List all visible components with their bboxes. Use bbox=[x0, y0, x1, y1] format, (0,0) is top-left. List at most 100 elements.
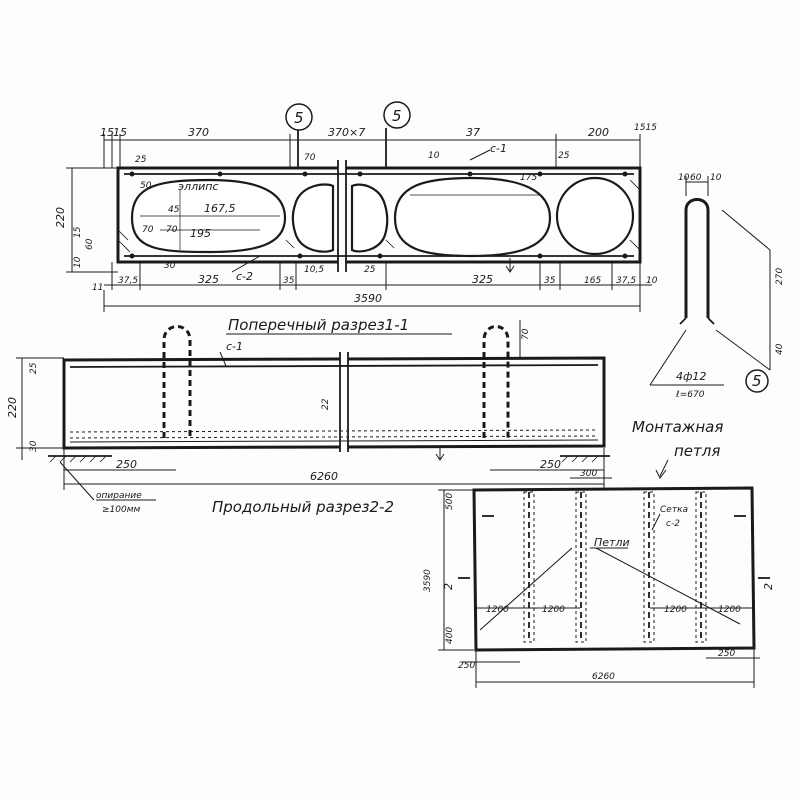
right-support bbox=[560, 455, 610, 463]
top-mesh-bar bbox=[69, 364, 599, 368]
inner-dim-12: 10 bbox=[428, 151, 440, 161]
loop-height-dim: 70 bbox=[521, 328, 531, 340]
loop-dim-2: 60 bbox=[690, 173, 702, 183]
dim-top-6: 200 bbox=[588, 126, 609, 139]
support-offset-right: 250 bbox=[540, 458, 561, 471]
void-2-left-half bbox=[291, 183, 335, 253]
dim-top-3: 370 bbox=[188, 126, 209, 139]
loop-ref-balloon bbox=[745, 369, 769, 393]
support-offset-left: 250 bbox=[116, 458, 137, 471]
plan-dim-300: 300 bbox=[580, 469, 597, 479]
dim-bottom-2: 325 bbox=[198, 273, 219, 286]
label-mesh-c1: с-1 bbox=[490, 142, 507, 155]
support-note-2: ≥100мм bbox=[102, 505, 141, 515]
loop-right bbox=[482, 325, 510, 438]
inner-dim-8: 30 bbox=[164, 261, 176, 271]
lifting-loop-detail: 10 60 10 270 40 4ф12 ℓ=670 5 bbox=[649, 173, 785, 400]
height-dim-bottom: 30 bbox=[29, 440, 39, 452]
plan-dim-400: 400 bbox=[445, 627, 455, 644]
plan-outline bbox=[472, 486, 756, 652]
label-ellipse: эллипс bbox=[178, 180, 219, 193]
plan-mesh-label-2: с-2 bbox=[666, 519, 680, 529]
cross-section-title: Поперечный разрез1-1 bbox=[228, 316, 409, 334]
longitudinal-section-2-2: 22 с-1 70 25 220 30 250 250 bbox=[6, 320, 610, 516]
dim-top-2: 15 bbox=[113, 126, 127, 139]
plan-dim-3590: 3590 bbox=[423, 569, 433, 592]
dim-bottom-9: 37,5 bbox=[616, 276, 636, 286]
plan-dim-1200-3: 1200 bbox=[664, 605, 687, 615]
plan-dim-250-right: 250 bbox=[718, 649, 735, 659]
plan-dim-1200-2: 1200 bbox=[542, 605, 565, 615]
height-dim-5: 11 bbox=[92, 283, 103, 293]
detail-balloon-1 bbox=[285, 103, 313, 131]
detail-ref-1: 5 bbox=[294, 109, 304, 127]
inner-dim-3: 45 bbox=[168, 205, 180, 215]
detail-balloon-2 bbox=[383, 101, 411, 129]
inner-dim-2: 50 bbox=[140, 181, 152, 191]
dim-bottom-8: 165 bbox=[584, 276, 601, 286]
support-note-1: опирание bbox=[96, 491, 142, 501]
dim-top-5: 37 bbox=[466, 126, 480, 139]
plan-dim-6260: 6260 bbox=[592, 672, 615, 682]
center-mark: 22 bbox=[321, 398, 331, 410]
dim-bottom-1: 37,5 bbox=[118, 276, 138, 286]
loop-spec-length: ℓ=670 bbox=[675, 390, 705, 400]
inner-dim-9: 70 bbox=[304, 153, 316, 163]
label-mesh-c2: с-2 bbox=[236, 270, 253, 283]
inner-dim-6: 167,5 bbox=[204, 202, 236, 215]
height-dim-total: 220 bbox=[6, 397, 19, 418]
inner-dim-1: 25 bbox=[135, 155, 147, 165]
plan-view: Петли Сетка с-2 2 2 500 3590 400 1200 12… bbox=[423, 469, 775, 688]
loop-caption-line1: Монтажная bbox=[632, 418, 723, 436]
dim-bottom-6: 325 bbox=[472, 273, 493, 286]
height-dim-top: 25 bbox=[29, 362, 39, 374]
inner-dim-7: 195 bbox=[190, 227, 211, 240]
inner-dim-13: 175 bbox=[520, 173, 537, 183]
section-mark-left: 2 bbox=[442, 583, 455, 590]
dim-top-1: 15 bbox=[100, 126, 114, 139]
ellipse-void-3 bbox=[393, 176, 552, 258]
left-support bbox=[48, 455, 112, 463]
loop-spec-bars: 4ф12 bbox=[676, 370, 706, 383]
mesh-label-c1: с-1 bbox=[226, 340, 243, 353]
lifting-loop-caption: Монтажная петля bbox=[632, 418, 723, 479]
plan-dim-250-left: 250 bbox=[458, 661, 475, 671]
beam-length: 6260 bbox=[310, 470, 338, 483]
loop-left bbox=[162, 325, 192, 438]
void-2-right-half bbox=[350, 183, 389, 253]
plan-mesh-label-1: Сетка bbox=[660, 505, 688, 515]
loop-dim-3: 10 bbox=[710, 173, 722, 183]
detail-ref-2: 5 bbox=[392, 107, 402, 125]
plan-dim-1200-1: 1200 bbox=[486, 605, 509, 615]
rebar-dots bbox=[129, 171, 628, 259]
edge-hatching bbox=[117, 179, 641, 253]
dim-bottom-3: 35 bbox=[283, 276, 295, 286]
inner-dim-10: 10,5 bbox=[304, 265, 324, 275]
round-void-4 bbox=[555, 176, 635, 256]
loop-dim-height: 270 bbox=[775, 268, 785, 285]
plan-loop-strips bbox=[523, 491, 707, 643]
dim-bottom-7: 35 bbox=[544, 276, 556, 286]
height-dim-3: 60 bbox=[85, 238, 95, 250]
plan-dim-1200-4: 1200 bbox=[718, 605, 741, 615]
loop-shape bbox=[684, 198, 710, 318]
section-arrow bbox=[505, 258, 515, 273]
loop-dim-bottom: 40 bbox=[775, 343, 785, 355]
loop-caption-line2: петля bbox=[674, 442, 720, 460]
inner-dim-4: 70 bbox=[142, 225, 154, 235]
beam-outline bbox=[62, 356, 606, 450]
loop-dim-1: 10 bbox=[678, 173, 690, 183]
section-mark-right: 2 bbox=[762, 583, 775, 590]
cross-section-1-1: 15 15 370 370×7 37 200 1515 5 5 эллипс с… bbox=[54, 101, 658, 335]
height-dim-4: 10 bbox=[73, 256, 83, 268]
height-dim-2: 15 bbox=[73, 226, 83, 238]
plan-dim-500: 500 bbox=[445, 493, 455, 510]
loop-ref: 5 bbox=[752, 372, 762, 390]
inner-dim-14: 25 bbox=[558, 151, 570, 161]
height-dim-total: 220 bbox=[54, 207, 67, 228]
inner-dim-11: 25 bbox=[364, 265, 376, 275]
dim-top-7: 1515 bbox=[634, 123, 657, 133]
inner-dim-5: 70 bbox=[166, 225, 178, 235]
plan-loops-label: Петли bbox=[594, 536, 630, 549]
